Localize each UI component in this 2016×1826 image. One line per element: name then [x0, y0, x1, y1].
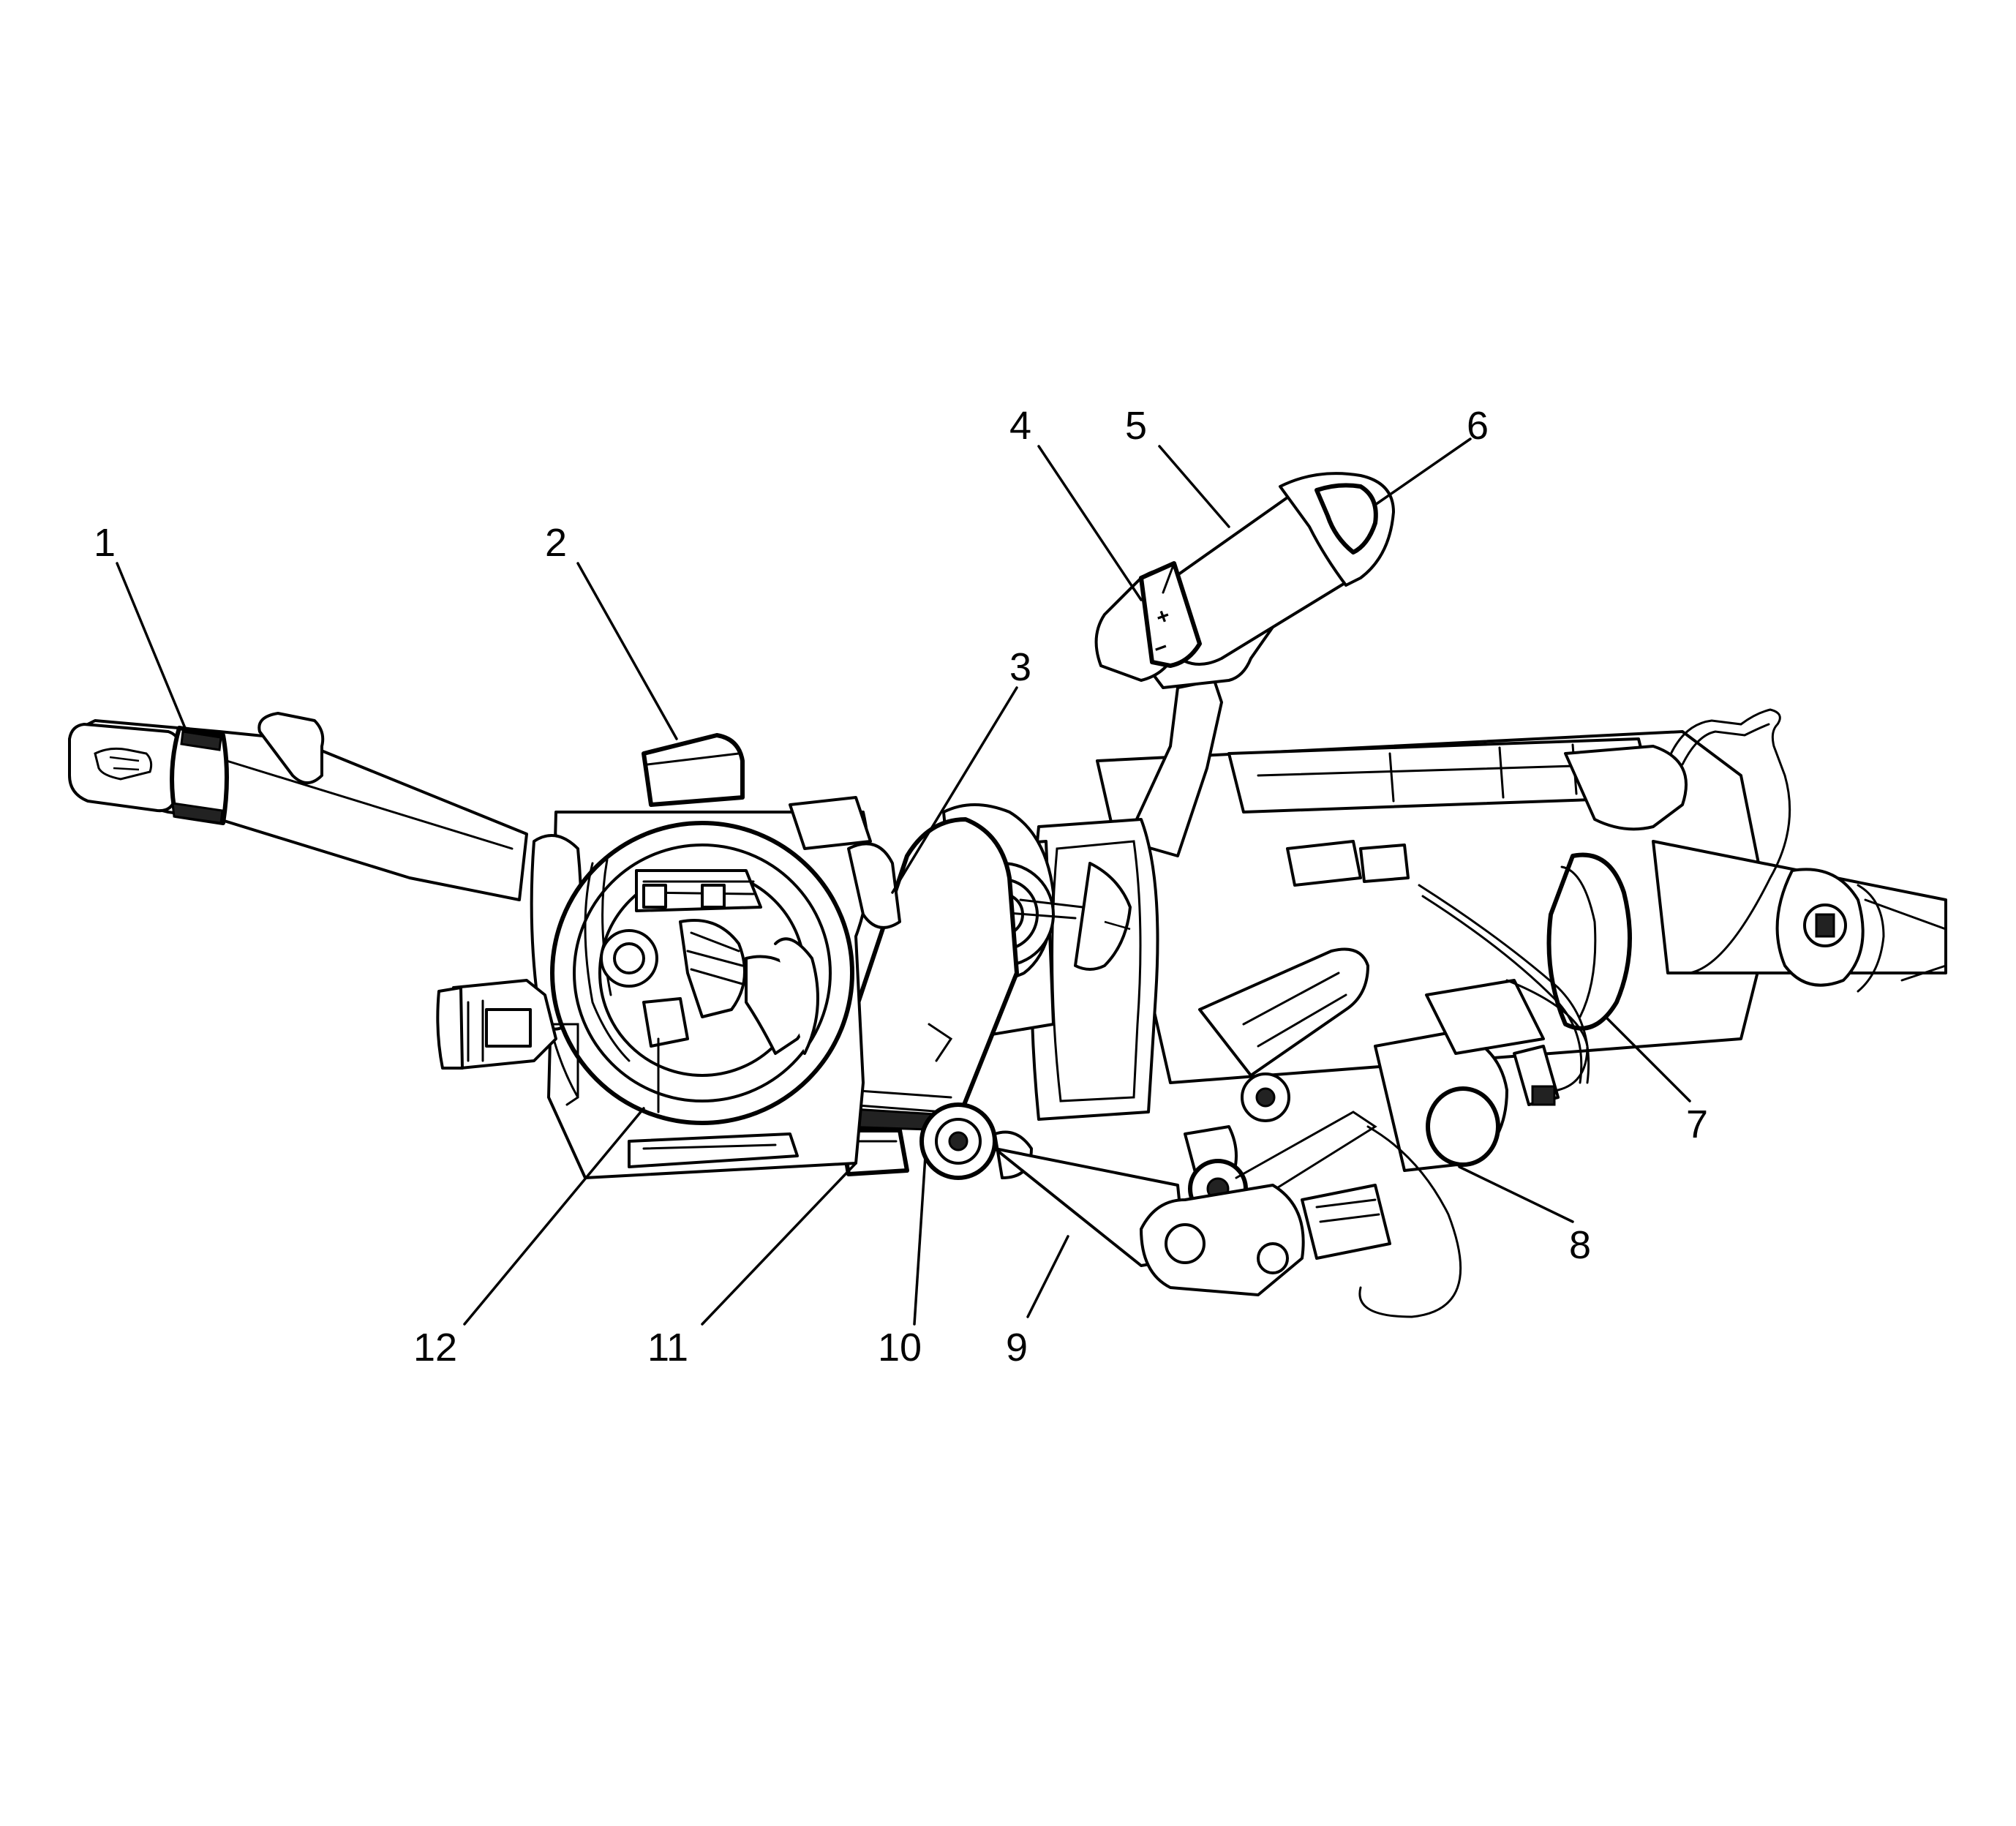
- leader-8: [1458, 1165, 1574, 1223]
- rear-bearing-ring: [1546, 852, 1632, 1031]
- leader-12: [463, 1107, 645, 1326]
- leader-1: [116, 562, 188, 733]
- callout-8: 8: [1569, 1223, 1591, 1267]
- harness-wire: [1286, 840, 1590, 1084]
- callout-11: 11: [647, 1326, 688, 1370]
- steering-shaft: [1652, 840, 1947, 993]
- leader-3: [891, 686, 1018, 894]
- top-cap: [642, 733, 745, 807]
- lock-cylinder-cover: [832, 817, 1019, 1132]
- callout-10: 10: [878, 1326, 922, 1370]
- leader-7: [1604, 1015, 1691, 1102]
- callout-12: 12: [413, 1326, 457, 1370]
- callout-2: 2: [545, 521, 567, 565]
- leader-10: [913, 1154, 927, 1326]
- left-harness-connector: [436, 979, 579, 1106]
- callout-5: 5: [1125, 404, 1147, 448]
- shift-lever: [1094, 472, 1395, 857]
- tilt-lock-linkage: [1184, 947, 1377, 1219]
- tilt-motor: [1374, 979, 1589, 1172]
- callout-labels: 1 2 3 4 5 6 7 8 9 10 11 12: [94, 404, 1708, 1370]
- lower-bracket: [1140, 1125, 1462, 1318]
- callout-6: 6: [1467, 404, 1489, 448]
- lower-bearing: [919, 1102, 1186, 1267]
- clockspring-assembly: [530, 796, 901, 1179]
- callout-9: 9: [1006, 1326, 1028, 1370]
- turn-signal-stalk: [68, 712, 528, 901]
- leader-5: [1158, 445, 1230, 528]
- callout-1: 1: [94, 521, 116, 565]
- leader-2: [576, 562, 678, 740]
- rear-bracket-wire: [1564, 708, 1791, 974]
- callout-4: 4: [1009, 404, 1031, 448]
- shifter-housing: [1030, 818, 1159, 1121]
- leader-9: [1026, 1235, 1069, 1318]
- turn-signal-collar: [170, 726, 229, 825]
- callout-3: 3: [1009, 645, 1031, 689]
- callout-7: 7: [1686, 1102, 1708, 1146]
- leader-11: [701, 1162, 857, 1326]
- leader-6: [1374, 437, 1472, 506]
- leader-4: [1037, 445, 1143, 601]
- leader-lines: [116, 437, 1691, 1326]
